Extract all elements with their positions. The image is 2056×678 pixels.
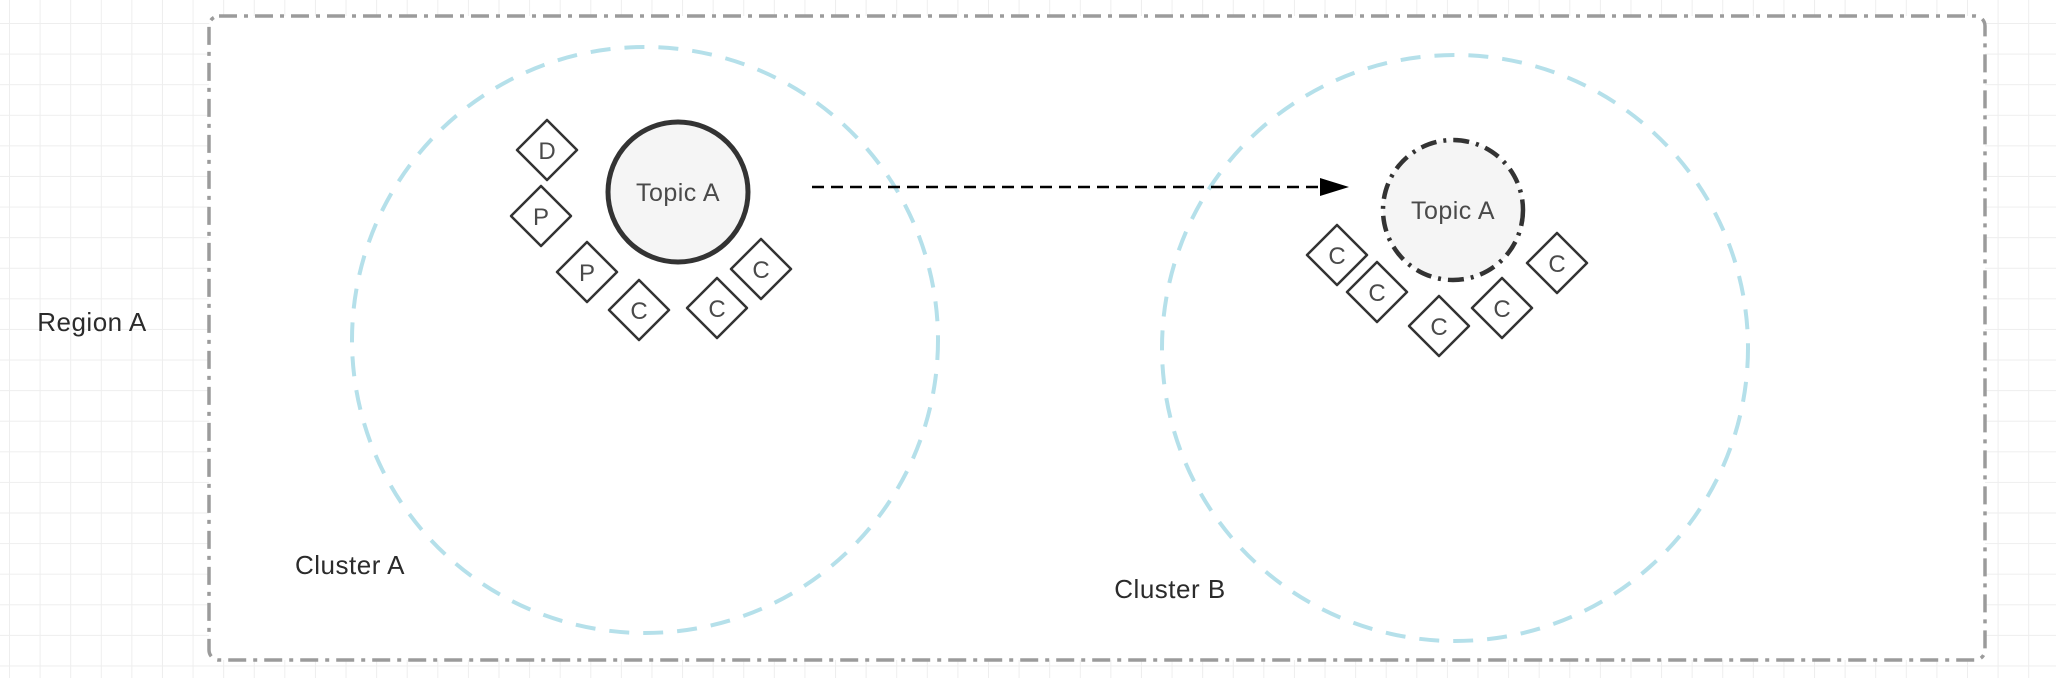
node-diamond — [1525, 231, 1589, 295]
node-diamond — [729, 237, 793, 301]
cluster-a-topic-circle — [605, 119, 751, 265]
cluster-b-node-c3: C — [1407, 294, 1471, 358]
cluster-a-node-d: D — [515, 118, 579, 182]
node-diamond — [515, 118, 579, 182]
node-label: C — [1368, 280, 1385, 307]
node-diamond — [1407, 294, 1471, 358]
cluster-b-node-c1: C — [1305, 223, 1369, 287]
cluster-b-topic-circle — [1380, 137, 1526, 283]
cluster-a-node-c1: C — [607, 278, 671, 342]
node-diamond — [1470, 276, 1534, 340]
node-label: P — [533, 204, 549, 231]
cluster-a-node-c3: C — [729, 237, 793, 301]
cluster-b-topic: Topic A — [1380, 137, 1526, 283]
node-diamond — [1345, 260, 1409, 324]
node-label: C — [708, 296, 725, 323]
cluster-b-topic-label: Topic A — [1411, 197, 1495, 225]
node-label: C — [1493, 296, 1510, 323]
replication-arrow — [812, 178, 1349, 196]
node-label: C — [630, 298, 647, 325]
cluster-a-node-c2: C — [685, 276, 749, 340]
node-label: D — [538, 138, 555, 165]
node-diamond — [607, 278, 671, 342]
cluster-a-node-p1: P — [509, 184, 573, 248]
cluster-b-boundary — [1160, 53, 1750, 643]
node-label: C — [752, 257, 769, 284]
node-label: C — [1430, 314, 1447, 341]
cluster-b-label: Cluster B — [1114, 574, 1225, 604]
node-diamond — [509, 184, 573, 248]
node-diamond — [685, 276, 749, 340]
cluster-a-label: Cluster A — [295, 550, 405, 580]
node-diamond — [555, 240, 619, 304]
cluster-b-node-c4: C — [1470, 276, 1534, 340]
node-label: C — [1328, 243, 1345, 270]
cluster-b-node-c5: C — [1525, 231, 1589, 295]
region-a-boundary — [207, 14, 1987, 662]
cluster-a-boundary — [350, 45, 940, 635]
region-a-label: Region A — [37, 307, 147, 337]
cluster-a-topic: Topic A — [605, 119, 751, 265]
node-label: P — [579, 260, 595, 287]
replication-arrow-head-icon — [1320, 178, 1349, 196]
node-diamond — [1305, 223, 1369, 287]
cluster-a-topic-label: Topic A — [636, 179, 720, 207]
node-label: C — [1548, 251, 1565, 278]
cluster-b-node-c2: C — [1345, 260, 1409, 324]
cluster-a-node-p2: P — [555, 240, 619, 304]
